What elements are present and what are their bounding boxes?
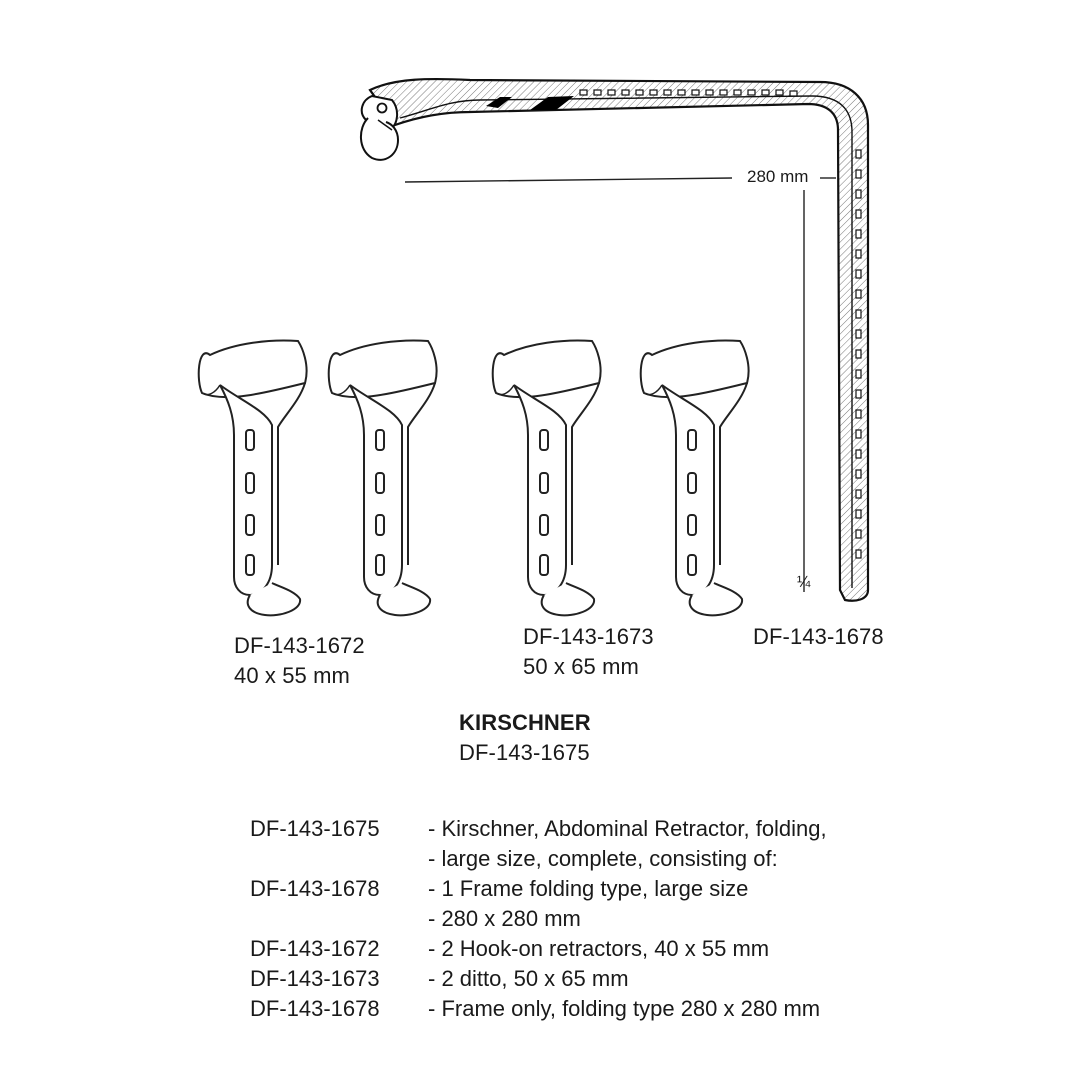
spec-row: - large size, complete, consisting of: [250, 846, 827, 876]
product-title: KIRSCHNER [459, 710, 591, 735]
retractor-code-label: DF-143-1673 [523, 624, 654, 649]
spec-code [250, 846, 428, 876]
scale-label: ¼ [797, 574, 811, 591]
spec-code: DF-143-1675 [250, 816, 380, 841]
spec-row: DF-143-1678 - 1 Frame folding type, larg… [250, 876, 827, 906]
spec-row: DF-143-1672 - 2 Hook-on retractors, 40 x… [250, 936, 827, 966]
hook-retractor-4 [639, 339, 750, 617]
hook-retractor-2 [327, 339, 438, 617]
spec-code: DF-143-1678 [250, 996, 380, 1021]
spec-desc: - 1 Frame folding type, large size [428, 876, 749, 901]
spec-desc: - Kirschner, Abdominal Retractor, foldin… [428, 816, 827, 841]
dimension-line-horizontal [404, 177, 733, 183]
hook-retractor-3 [491, 339, 602, 617]
spec-desc: - 280 x 280 mm [428, 906, 581, 931]
spec-row: DF-143-1675 - Kirschner, Abdominal Retra… [250, 816, 827, 846]
spec-table: DF-143-1675 - Kirschner, Abdominal Retra… [250, 816, 827, 1026]
spec-desc: - large size, complete, consisting of: [428, 846, 778, 871]
spec-code [250, 906, 428, 936]
spec-code: DF-143-1678 [250, 876, 380, 901]
spec-code: DF-143-1673 [250, 966, 380, 991]
retractor-size-label: 40 x 55 mm [234, 663, 350, 688]
hook-retractor-1 [197, 339, 308, 617]
spec-desc: - 2 ditto, 50 x 65 mm [428, 966, 629, 991]
frame-code-label: DF-143-1678 [753, 624, 884, 649]
spec-row: DF-143-1673 - 2 ditto, 50 x 65 mm [250, 966, 827, 996]
retractor-size-label: 50 x 65 mm [523, 654, 639, 679]
spec-desc: - 2 Hook-on retractors, 40 x 55 mm [428, 936, 770, 961]
spec-row: DF-143-1678 - Frame only, folding type 2… [250, 996, 827, 1026]
frame-dimension-label: 280 mm [747, 167, 809, 186]
spec-code: DF-143-1672 [250, 936, 380, 961]
folding-frame [360, 77, 870, 602]
spec-desc: - Frame only, folding type 280 x 280 mm [428, 996, 821, 1021]
retractor-code-label: DF-143-1672 [234, 633, 365, 658]
product-code: DF-143-1675 [459, 740, 590, 765]
spec-row: - 280 x 280 mm [250, 906, 827, 936]
